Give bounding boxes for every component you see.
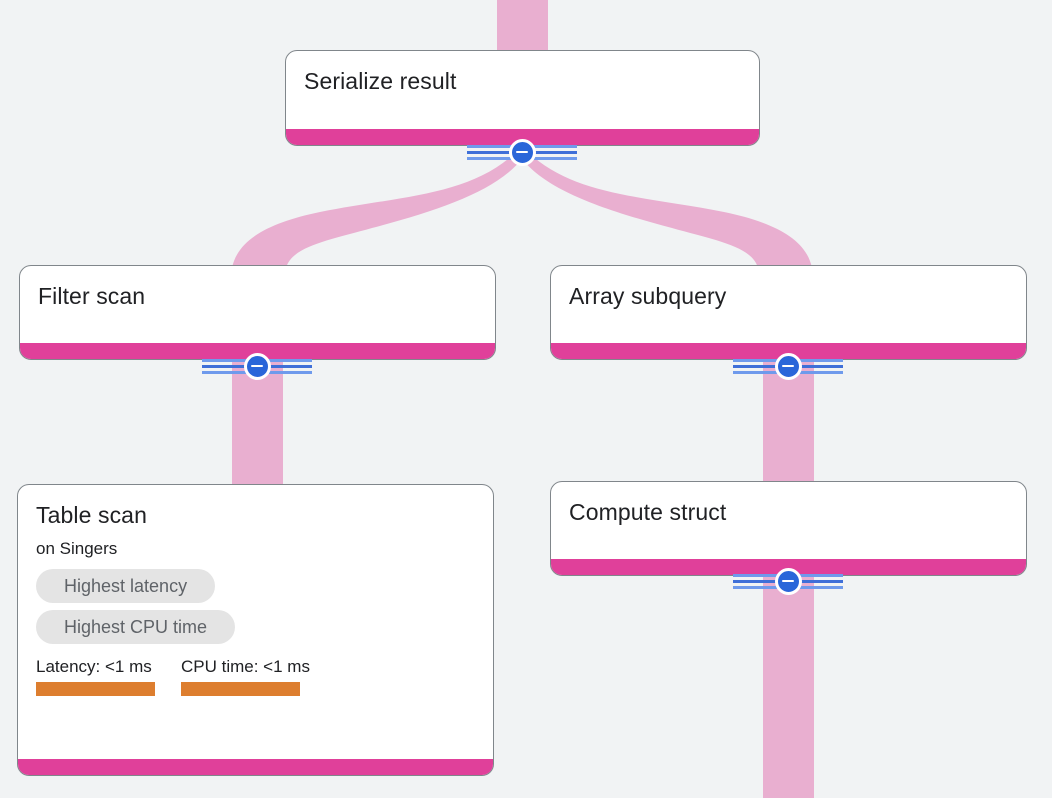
status-badge-highest-latency: Highest latency <box>36 569 216 603</box>
node-body: Array subquery <box>551 266 1026 343</box>
node-body: Filter scan <box>20 266 495 343</box>
node-accent-bar <box>18 759 493 775</box>
node-title: Array subquery <box>569 283 727 309</box>
plan-node-array-subquery[interactable]: Array subquery <box>550 265 1027 360</box>
node-title: Compute struct <box>569 499 727 525</box>
plan-node-filter-scan[interactable]: Filter scan <box>19 265 496 360</box>
metric-bar-fill <box>181 682 300 696</box>
collapse-toggle-compute-struct[interactable] <box>733 566 843 596</box>
plan-node-table-scan[interactable]: Table scan on Singers Highest latency Hi… <box>17 484 494 776</box>
node-accent-bar <box>551 343 1026 359</box>
minus-glyph <box>782 579 794 583</box>
collapse-toggle-serialize-result[interactable] <box>467 137 577 167</box>
minus-circle-icon[interactable] <box>774 352 802 380</box>
metric-cpu-time: CPU time: <1 ms <box>181 656 310 696</box>
metric-bar-track <box>181 682 300 696</box>
minus-glyph <box>251 364 263 368</box>
plan-node-serialize-result[interactable]: Serialize result <box>285 50 760 146</box>
node-accent-bar <box>551 559 1026 575</box>
metric-bar-track <box>36 682 155 696</box>
node-body: Table scan on Singers Highest latency Hi… <box>18 485 493 759</box>
minus-circle-icon[interactable] <box>243 352 271 380</box>
status-badge-highest-cpu-time: Highest CPU time <box>36 610 236 644</box>
metric-row: Latency: <1 ms CPU time: <1 ms <box>36 656 475 696</box>
edge-serialize-to-array-subquery <box>520 152 812 268</box>
badge-list: Highest latency Highest CPU time <box>36 569 475 644</box>
plan-node-compute-struct[interactable]: Compute struct <box>550 481 1027 576</box>
minus-circle-icon[interactable] <box>774 567 802 595</box>
edge-incoming-to-serialize <box>497 0 548 52</box>
node-body: Compute struct <box>551 482 1026 559</box>
node-accent-bar <box>286 129 759 145</box>
metric-latency: Latency: <1 ms <box>36 656 155 696</box>
node-title: Filter scan <box>38 283 146 309</box>
metric-label: Latency: <1 ms <box>36 657 152 676</box>
collapse-toggle-array-subquery[interactable] <box>733 351 843 381</box>
minus-circle-icon[interactable] <box>508 138 536 166</box>
node-title: Serialize result <box>304 68 457 94</box>
minus-glyph <box>516 150 528 154</box>
minus-glyph <box>782 364 794 368</box>
node-title: Table scan <box>36 502 147 528</box>
metric-bar-fill <box>36 682 155 696</box>
node-subtitle: on Singers <box>36 539 118 558</box>
edge-compute-struct-to-offscreen <box>763 574 814 798</box>
node-accent-bar <box>20 343 495 359</box>
node-body: Serialize result <box>286 51 759 129</box>
edge-serialize-to-filter-scan <box>232 152 524 268</box>
collapse-toggle-filter-scan[interactable] <box>202 351 312 381</box>
metric-label: CPU time: <1 ms <box>181 657 310 676</box>
